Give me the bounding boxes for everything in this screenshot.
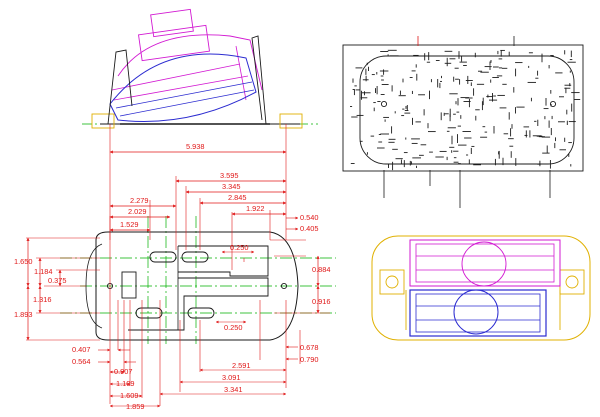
- dim-1859: 1.859: [126, 402, 145, 411]
- dim-3091: 3.091: [222, 373, 241, 382]
- dim-2845: 2.845: [228, 193, 247, 202]
- dim-0405: 0.405: [300, 224, 319, 233]
- dim-2279: 2.279: [130, 196, 149, 205]
- dim-3595: 3.595: [220, 171, 239, 180]
- dim-0250-top: 0.250: [230, 243, 249, 252]
- dim-0907: 0.907: [114, 367, 133, 376]
- dim-0250-bottom: 0.250: [224, 323, 243, 332]
- dim-1922: 1.922: [246, 204, 265, 213]
- dim-overall-length: 5.938: [186, 142, 205, 151]
- dim-2029: 2.029: [128, 207, 147, 216]
- dim-1109: 1.109: [116, 379, 135, 388]
- dim-3345: 3.345: [222, 182, 241, 191]
- dim-0540: 0.540: [300, 213, 319, 222]
- dim-0916: 0.916: [312, 297, 331, 306]
- lamp-view: [371, 235, 591, 341]
- dim-1893: 1.893: [14, 310, 33, 319]
- dim-0884: 0.884: [312, 265, 331, 274]
- dim-3341: 3.341: [224, 385, 243, 394]
- dim-0790: 0.790: [300, 355, 319, 364]
- dim-0407: 0.407: [72, 345, 91, 354]
- plan-view: 3.595 3.345 2.845 1.922 2.279 2.029 1.52…: [14, 171, 336, 411]
- dim-0678: 0.678: [300, 343, 319, 352]
- dim-1650: 1.650: [14, 257, 33, 266]
- dim-1184: 1.184: [34, 267, 53, 276]
- dim-2591: 2.591: [232, 361, 251, 370]
- dim-0375: 0.375: [48, 276, 67, 285]
- top-right-view: [342, 36, 584, 208]
- dim-1529: 1.529: [120, 220, 139, 229]
- dim-1609: 1.609: [120, 391, 139, 400]
- dim-0564: 0.564: [72, 357, 91, 366]
- dim-1316: 1.316: [33, 295, 52, 304]
- side-view: 5.938: [82, 8, 318, 240]
